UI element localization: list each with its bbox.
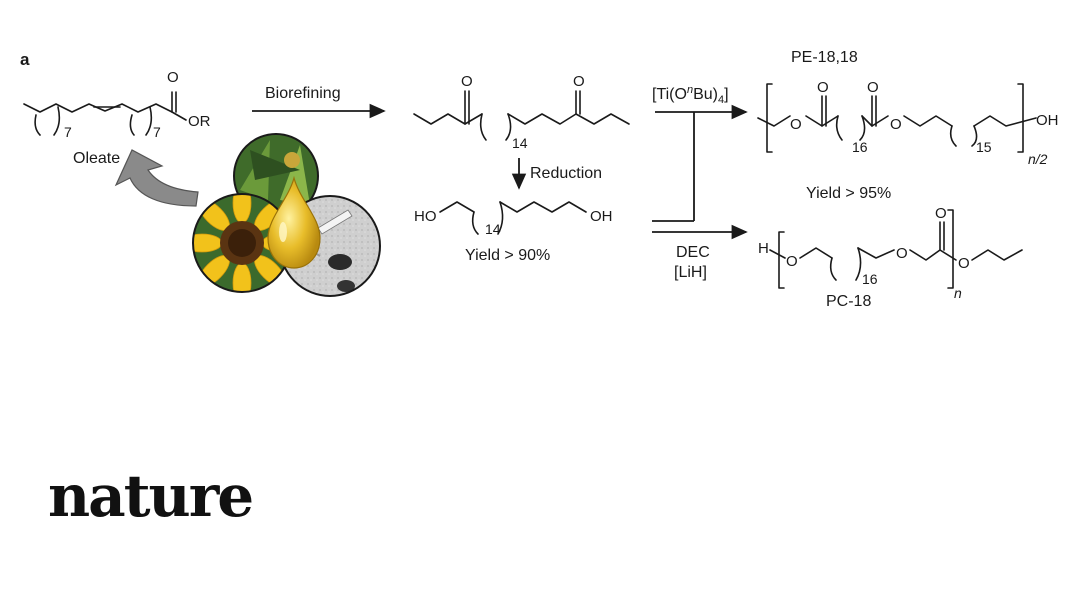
pe-o3: O xyxy=(790,116,802,133)
oleate-name: Oleate xyxy=(73,150,120,167)
pe-oh: OH xyxy=(1036,112,1059,129)
step-reduction: Reduction xyxy=(530,165,602,182)
pc-name: PC-18 xyxy=(826,293,871,310)
nature-logo: nature xyxy=(48,462,254,530)
pe-yield: Yield > 95% xyxy=(806,185,891,202)
diol-structure: HO OH 14 Yield > 90% xyxy=(414,201,613,264)
diester-structure: O O 14 xyxy=(413,73,630,151)
panel-label: a xyxy=(20,50,30,69)
pc-structure: H O O O O 16 n PC-18 xyxy=(758,205,1023,310)
pe-structure: PE-18,18 O O O O 16 15 OH n/2 Yield > 95… xyxy=(757,49,1059,202)
pe-subscript-1: 16 xyxy=(852,139,868,155)
pe-name: PE-18,18 xyxy=(791,49,858,66)
diol-subscript: 14 xyxy=(485,221,501,237)
diol-ho: HO xyxy=(414,208,437,225)
diol-oh: OH xyxy=(590,208,613,225)
pc-o4: O xyxy=(958,255,970,272)
pc-o3: O xyxy=(935,205,947,222)
diester-o-right: O xyxy=(573,73,585,90)
pe-o1: O xyxy=(817,79,829,96)
catalyst-ti: [Ti(OnBu)4] xyxy=(652,84,729,106)
oleate-carbonyl-o: O xyxy=(167,69,179,86)
polymerization-routes xyxy=(652,104,748,240)
pe-o4: O xyxy=(890,116,902,133)
pe-o2: O xyxy=(867,79,879,96)
diol-yield: Yield > 90% xyxy=(465,247,550,264)
diester-o-left: O xyxy=(461,73,473,90)
catalyst-lih: [LiH] xyxy=(674,264,707,281)
pc-o2: O xyxy=(896,245,908,262)
step-biorefining: Biorefining xyxy=(265,85,341,102)
oleate-subscript-1: 7 xyxy=(64,124,72,140)
pe-repeat: n/2 xyxy=(1028,151,1048,167)
oleate-subscript-2: 7 xyxy=(153,124,161,140)
pc-h: H xyxy=(758,240,769,257)
pc-repeat: n xyxy=(954,285,962,301)
biomass-illustration xyxy=(114,133,381,297)
pc-subscript: 16 xyxy=(862,271,878,287)
oleate-ester-or: OR xyxy=(188,113,211,130)
pe-subscript-2: 15 xyxy=(976,139,992,155)
oil-drop-icon xyxy=(267,175,321,269)
feedback-arrow-icon xyxy=(114,149,199,207)
catalyst-dec: DEC xyxy=(676,244,710,261)
pc-o1: O xyxy=(786,253,798,270)
plant-photo xyxy=(234,134,318,218)
oleate-structure: O OR 7 7 Oleate xyxy=(23,69,211,167)
diester-subscript: 14 xyxy=(512,135,528,151)
